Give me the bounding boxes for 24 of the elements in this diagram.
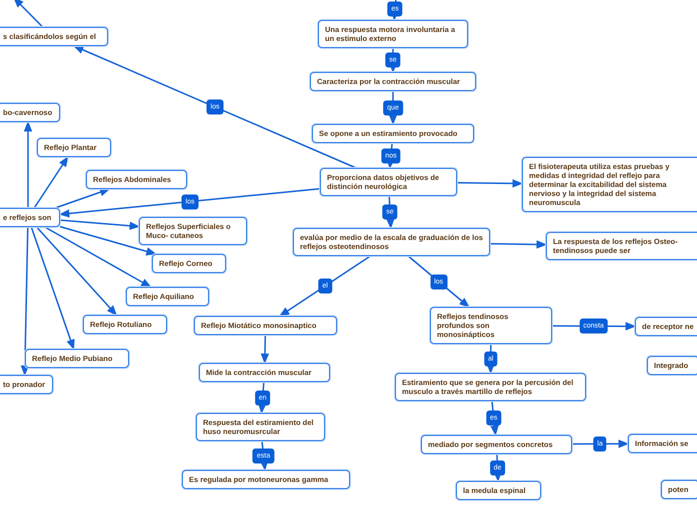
arrow (386, 196, 395, 230)
arrow (386, 142, 395, 170)
arrow (54, 188, 110, 209)
arrow (390, 0, 400, 22)
arrow (73, 45, 356, 169)
arrow (388, 91, 398, 126)
arrow (36, 226, 118, 316)
arrow (258, 382, 266, 414)
arrow (278, 255, 371, 317)
arrow (260, 334, 270, 364)
arrow (58, 188, 320, 218)
arrow (30, 226, 75, 350)
arrow (408, 255, 470, 308)
arrow (34, 156, 68, 208)
arrow (13, 0, 44, 28)
arrow (456, 179, 524, 188)
arrow (24, 120, 32, 208)
arrow (20, 226, 30, 376)
arrow (572, 440, 630, 448)
arrow (44, 226, 152, 288)
arrow (490, 400, 499, 436)
arrow (60, 226, 157, 256)
arrow (60, 219, 140, 230)
arrow (490, 240, 548, 249)
